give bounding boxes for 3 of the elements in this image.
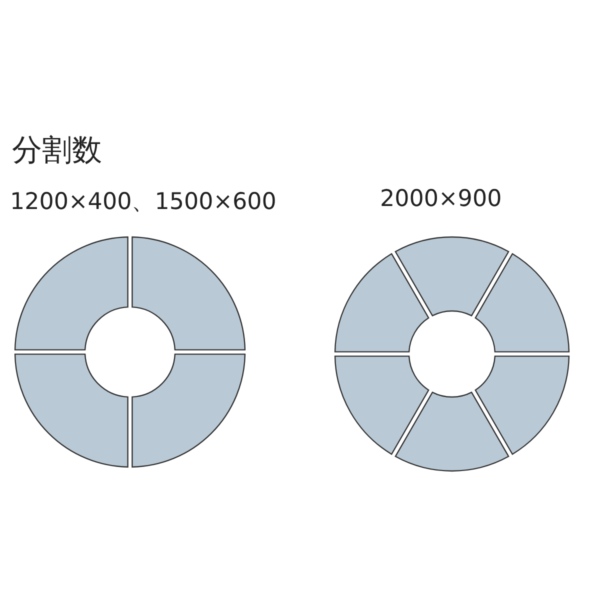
size-label: 2000×900 [380,186,502,212]
heading: 分割数 [12,132,102,170]
size-label: 1200×400、1500×600 [10,188,276,217]
